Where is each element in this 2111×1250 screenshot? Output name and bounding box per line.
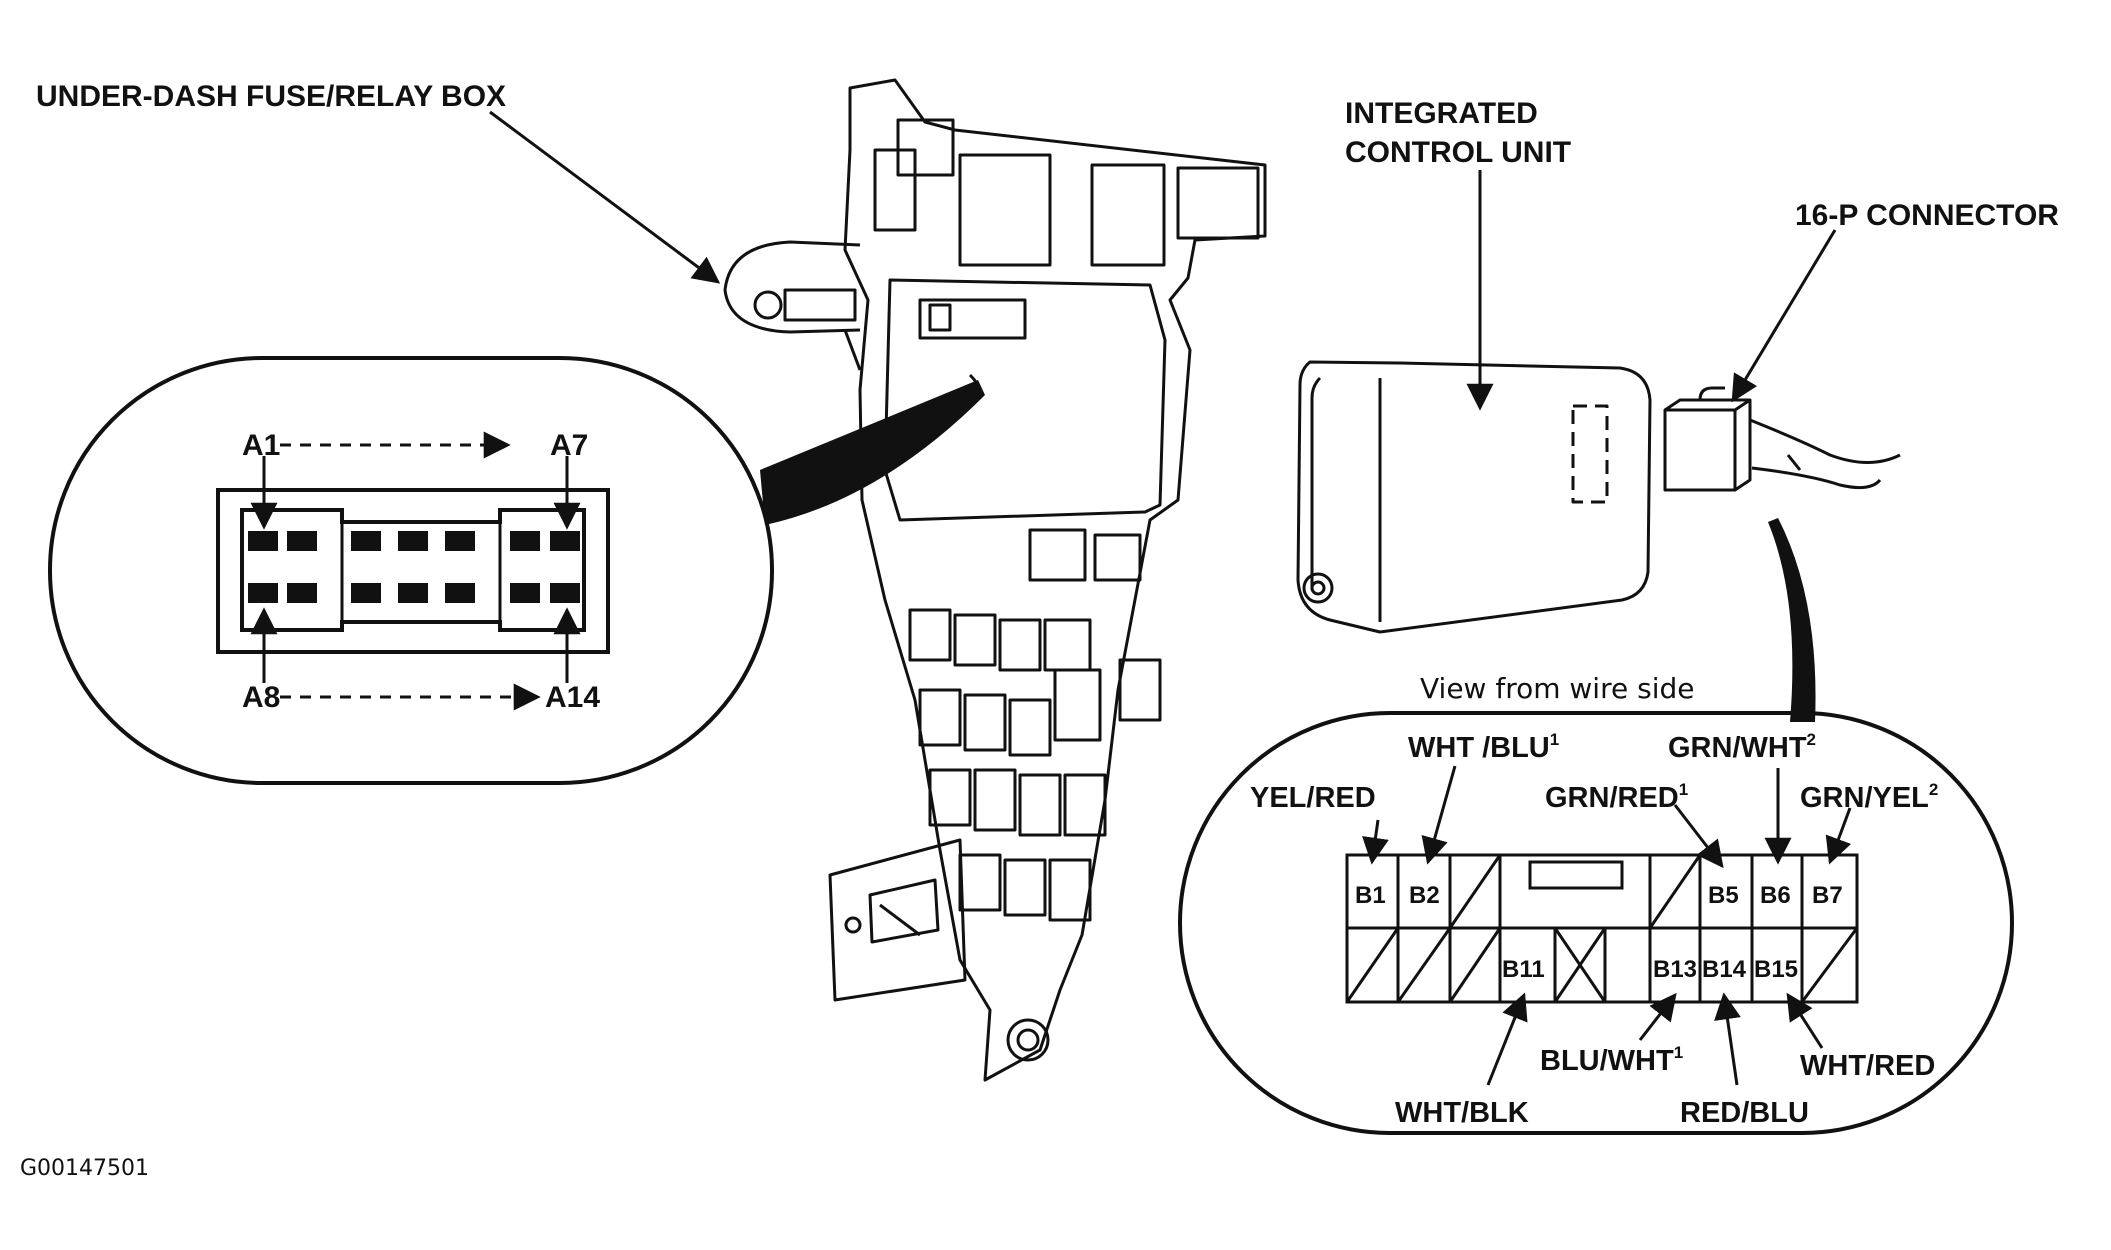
pin-b5: B5 <box>1708 882 1739 909</box>
fuse-relay-box-illustration <box>723 78 1267 1082</box>
pin-b14: B14 <box>1702 956 1747 983</box>
wire-b1-label: YEL/RED <box>1250 782 1376 814</box>
pin-a8-label: A8 <box>242 681 280 714</box>
wire-b7-label: GRN/YEL2 <box>1800 780 1938 814</box>
pin-b11: B11 <box>1502 956 1545 983</box>
wire-b11-label: WHT/BLK <box>1395 1097 1529 1129</box>
pin-a7-label: A7 <box>550 429 588 462</box>
connector-a-face <box>216 488 610 654</box>
connector-a-magnifier <box>48 356 985 785</box>
pin-b15: B15 <box>1754 956 1798 983</box>
icu-label-line2: CONTROL UNIT <box>1345 136 1571 169</box>
leader-lines <box>250 110 1852 1086</box>
fuse-box-leader <box>489 110 721 284</box>
pin-b1: B1 <box>1355 882 1386 909</box>
integrated-control-unit-illustration <box>1296 360 1652 634</box>
connector-leader <box>1731 229 1837 403</box>
connector-b-face <box>1345 853 1859 1004</box>
pin-b13: B13 <box>1653 956 1697 983</box>
wire-b5-label: GRN/RED1 <box>1545 780 1688 814</box>
pin-b2: B2 <box>1409 882 1440 909</box>
fuse-box-label: UNDER-DASH FUSE/RELAY BOX <box>36 80 506 113</box>
pin-a1-label: A1 <box>242 429 280 462</box>
connector-label: 16-P CONNECTOR <box>1795 199 2059 232</box>
wire-b15-label: WHT/RED <box>1800 1050 1935 1082</box>
pin-b6: B6 <box>1760 882 1791 909</box>
connector-b-magnifier <box>1178 518 2014 1135</box>
icu-label-line1: INTEGRATED <box>1345 97 1538 130</box>
sixteen-pin-connector-illustration <box>1663 386 1901 492</box>
connector-a-pin-slots <box>248 531 580 603</box>
wire-b13-label: BLU/WHT1 <box>1540 1043 1683 1077</box>
view-note: View from wire side <box>1420 672 1694 705</box>
wire-b14-label: RED/BLU <box>1680 1097 1809 1129</box>
wire-b2-label: WHT /BLU1 <box>1408 730 1559 764</box>
figure-id: G00147501 <box>20 1156 149 1181</box>
pin-a14-label: A14 <box>545 681 600 714</box>
wire-b6-label: GRN/WHT2 <box>1668 730 1816 764</box>
pin-b7: B7 <box>1812 882 1843 909</box>
